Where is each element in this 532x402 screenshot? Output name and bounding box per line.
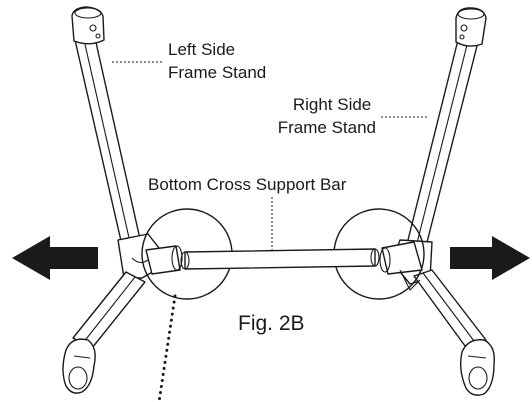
bottom-cross-support-bar (180, 248, 380, 270)
left-frame-label: Left Side Frame Stand (168, 40, 266, 82)
figure-label: Fig. 2B (238, 312, 305, 335)
arrow-left-icon (12, 236, 98, 280)
arrow-right-icon (450, 236, 530, 280)
right-side-frame-stand (391, 7, 495, 396)
dotted-guide-line (157, 294, 177, 402)
right-frame-label: Right Side Frame Stand (278, 95, 376, 137)
cross-bar-label: Bottom Cross Support Bar (148, 175, 347, 194)
left-side-frame-stand (62, 6, 171, 394)
